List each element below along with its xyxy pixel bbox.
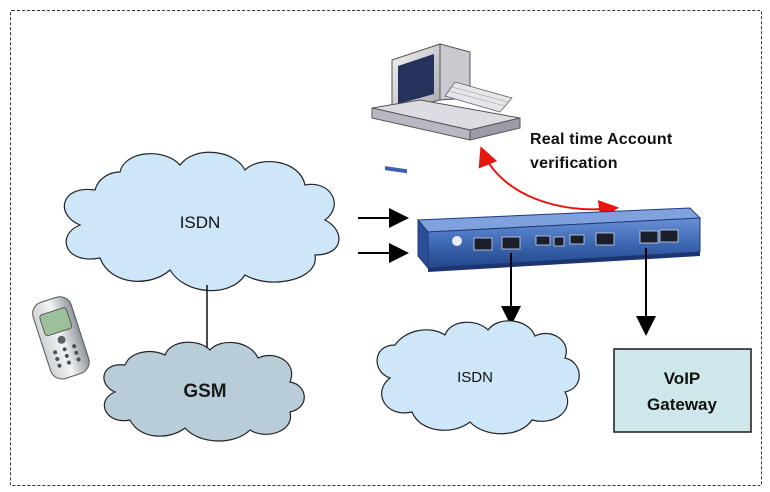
caption-line-2: verification — [530, 155, 618, 172]
dashed-border-frame — [10, 10, 762, 486]
isdn-label-bottom: ISDN — [457, 369, 493, 386]
isdn-label-top: ISDN — [180, 213, 221, 232]
voip-label-line1: VoIP — [664, 369, 701, 388]
computer-icon — [371, 43, 521, 174]
access-server-device — [416, 207, 702, 272]
gsm-cloud: GSM — [103, 341, 305, 442]
voip-gateway-box: VoIP Gateway — [613, 348, 752, 433]
caption-line-1: Real time Account — [530, 131, 673, 148]
isdn-cloud-bottom: ISDN — [376, 320, 580, 435]
gsm-label: GSM — [183, 381, 226, 402]
mobile-phone-icon — [32, 296, 90, 380]
verification-caption: Real time Account verification — [530, 128, 760, 176]
voip-label-line2: Gateway — [647, 395, 717, 414]
isdn-cloud-top: ISDN — [63, 151, 340, 292]
verification-arrow — [478, 146, 619, 220]
